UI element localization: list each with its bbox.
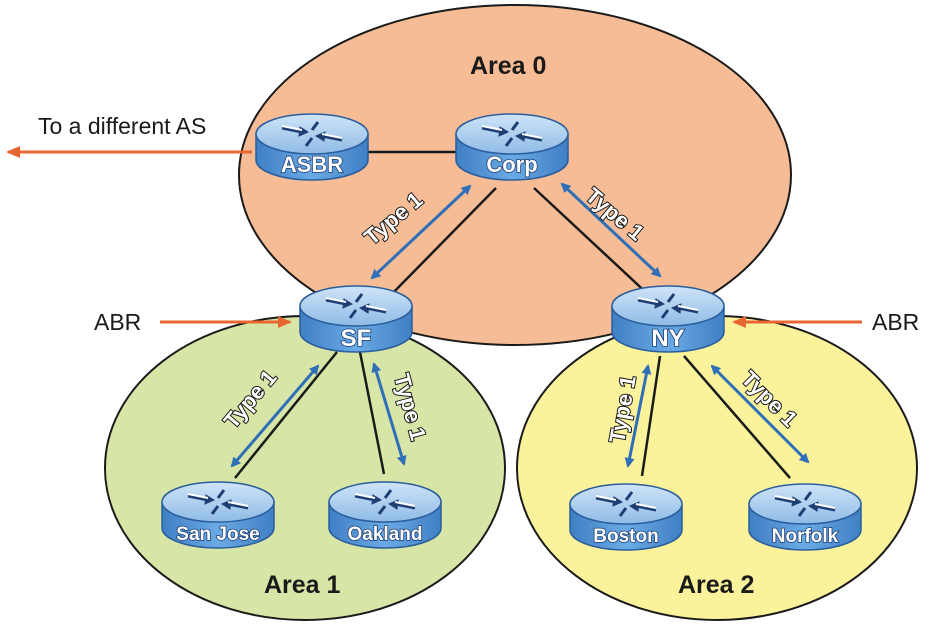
router-norfolk[interactable]: Norfolk xyxy=(747,482,863,552)
router-san-jose[interactable]: San Jose xyxy=(160,480,276,550)
lsa-arrow-ny-norfolk xyxy=(710,364,810,464)
router-ny[interactable]: NY xyxy=(610,284,726,354)
router-corp[interactable]: Corp xyxy=(454,112,570,182)
router-sf-name: SF xyxy=(341,325,372,352)
router-ny-name: NY xyxy=(651,325,684,352)
lsa-arrow-sf-corp xyxy=(370,184,472,280)
router-boston[interactable]: Boston xyxy=(568,482,684,552)
area-0-title: Area 0 xyxy=(470,52,546,80)
lsa-arrow-sf-oakland xyxy=(371,362,407,466)
area-2-title: Area 2 xyxy=(678,571,754,599)
pointer-arrows xyxy=(6,146,862,328)
router-norfolk-name: Norfolk xyxy=(772,526,839,547)
lsa-arrow-sf-san-jose xyxy=(230,364,320,468)
lsa-arrow-corp-ny xyxy=(560,182,662,278)
abr-left-label: ABR xyxy=(94,309,141,335)
lsa-arrow-ny-boston xyxy=(624,364,652,468)
router-boston-name: Boston xyxy=(593,526,658,547)
router-sf[interactable]: SF xyxy=(298,284,414,354)
router-asbr-name: ASBR xyxy=(281,152,343,177)
router-oakland[interactable]: Oakland xyxy=(327,480,443,550)
router-asbr[interactable]: ASBR xyxy=(254,112,370,182)
router-san-jose-name: San Jose xyxy=(176,524,259,545)
abr-right-label: ABR xyxy=(872,309,919,335)
lsa-arrows xyxy=(230,182,810,468)
external-as-label: To a different AS xyxy=(38,113,206,139)
router-corp-name: Corp xyxy=(486,152,537,177)
router-oakland-name: Oakland xyxy=(348,524,423,545)
area-1-title: Area 1 xyxy=(264,571,341,599)
